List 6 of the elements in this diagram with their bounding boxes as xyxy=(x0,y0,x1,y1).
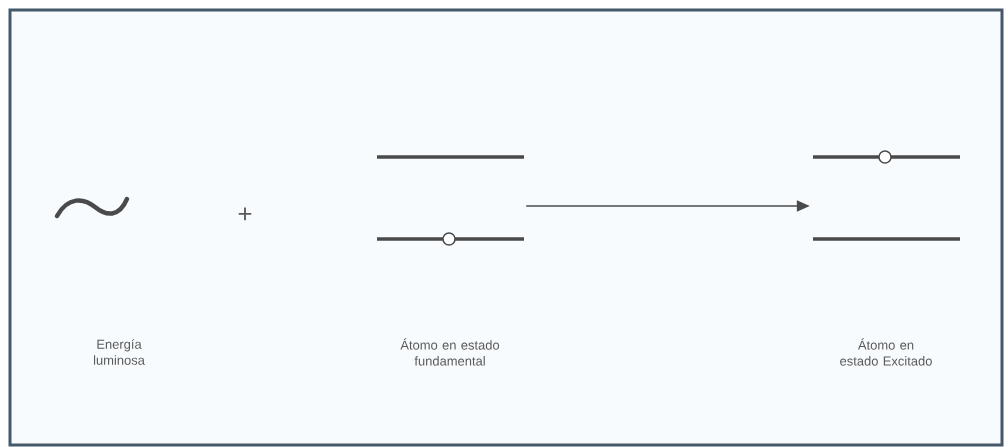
plus-sign: + xyxy=(238,207,252,221)
caption-text: Átomo en estado fundamental xyxy=(400,338,500,366)
caption-text: Energía luminosa xyxy=(93,339,145,365)
energy-level-drawing xyxy=(813,150,960,241)
energy-level-drawing xyxy=(377,155,524,246)
caption-text: Átomo en estado Excitado xyxy=(840,338,932,366)
